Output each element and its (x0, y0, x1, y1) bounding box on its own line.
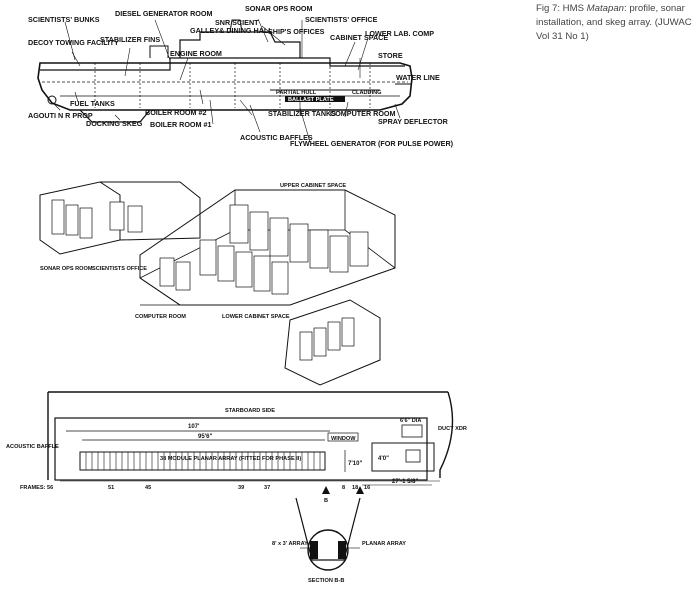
label-frame-45: 45 (145, 485, 151, 491)
label-sonar-ops-room: SONAR OPS ROOM (245, 4, 313, 13)
label-partial-hull: PARTIAL HULL (276, 90, 317, 96)
label-frame-8: 8 (342, 485, 345, 491)
duct-xdr (405, 449, 421, 463)
label-planar-array: PLANAR ARRAY (362, 541, 406, 547)
upper-deck (40, 57, 405, 71)
figure-caption: Fig 7: HMS Matapan: profile, sonar insta… (536, 2, 696, 44)
label-agouti-nr-prop: AGOUTI N R PROP (28, 111, 93, 120)
dim-height: 7'10" (348, 461, 362, 467)
label-frame-51: 51 (108, 485, 114, 491)
label-store: STORE (378, 51, 403, 60)
dim-4: 4'0" (378, 456, 389, 462)
caption-prefix: Fig 7: HMS (536, 3, 587, 14)
label-stabilizer-tanks: STABILIZER TANKS (268, 109, 336, 118)
caption-suffix: : profile, sonar installation, and skeg … (536, 3, 692, 42)
label-section-bb: SECTION B-B (308, 578, 344, 584)
scientists-office-box (100, 181, 201, 241)
label-spray-deflector: SPRAY DEFLECTOR (378, 117, 449, 126)
label-frame-b: B (324, 498, 328, 504)
label-cabinet-space: CABINET SPACE (330, 33, 388, 42)
label-frames: FRAMES: 56 (20, 485, 53, 491)
label-water-line: WATER LINE (396, 73, 440, 82)
label-computer-room: COMPUTER ROOM (330, 109, 395, 118)
superstructure (179, 31, 301, 58)
label-upper-cabinet-space: UPPER CABINET SPACE (280, 183, 346, 189)
label-frame-37: 37 (264, 485, 270, 491)
label-starboard-side: STARBOARD SIDE (225, 408, 275, 414)
label-docking-skeg: DOCKING SKEG (86, 119, 143, 128)
label-galley-dining-hall: GALLEY& DINING HALL (190, 26, 273, 35)
caption-ship-name: Matapan (586, 3, 624, 14)
label-boiler-room-2: BOILER ROOM #2 (145, 108, 207, 117)
skeg-outline (54, 417, 428, 481)
label-duct-dia: 6'6" DIA (400, 418, 421, 424)
section-bb-skeg (307, 529, 349, 571)
window-box (327, 432, 359, 442)
label-stabilizer-fins: STABILIZER FINS (100, 35, 160, 44)
label-duct-xdr: DUCT XDR (438, 426, 467, 432)
label-snr-scient: SNR SCIENT (215, 18, 259, 27)
ship-hull (37, 62, 413, 111)
dim-27: 27'-1 5/8" (392, 479, 418, 485)
ballast-plate (285, 96, 345, 102)
label-scientists-bunks: SCIENTISTS' BUNKS (28, 15, 100, 24)
label-lower-lab-comp: LOWER LAB. COMP (365, 29, 434, 38)
label-engine-room: ENGINE ROOM (170, 49, 222, 58)
lower-cabinet-box (284, 299, 381, 386)
array-modules (85, 452, 321, 470)
label-acoustic-baffles: ACOUSTIC BAFFLES (240, 133, 313, 142)
label-diesel-generator-room: DIESEL GENERATOR ROOM (115, 9, 212, 18)
array-8x3-element (310, 541, 318, 559)
planar-array-element (338, 541, 346, 559)
docking-skeg (79, 109, 151, 123)
label-acoustic-baffle: ACOUSTIC BAFFLE (6, 444, 59, 450)
label-array-text: 38 MODULE PLANAR ARRAY (FITTED FOR PHASE… (160, 456, 301, 462)
label-frame-18: 18 (352, 485, 358, 491)
label-scientists-office: SCIENTISTS' OFFICE (305, 15, 378, 24)
isometric-sonar-diagram: UPPER CABINET SPACE SONAR OPS ROOM SCIEN… (39, 181, 396, 386)
label-lower-cabinet-space: LOWER CABINET SPACE (222, 314, 290, 320)
label-boiler-room-1: BOILER ROOM #1 (150, 120, 212, 129)
duct-housing (371, 442, 435, 472)
dim-array-length: 95'6" (198, 434, 212, 440)
label-decoy-towing-facility: DECOY TOWING FACILITY (28, 38, 119, 47)
label-window: WINDOW (331, 436, 356, 442)
section-bb-hull (295, 497, 361, 561)
mast (229, 19, 243, 33)
label-array-8x3: 8' x 3' ARRAY (272, 541, 308, 547)
label-frame-16: 16 (364, 485, 370, 491)
label-flywheel-generator: FLYWHEEL GENERATOR (FOR PULSE POWER) (290, 139, 454, 148)
agouti-prop (47, 95, 57, 105)
planar-array (79, 451, 326, 471)
label-frame-39: 39 (238, 485, 244, 491)
ship-profile-diagram: SCIENTISTS' BUNKS DIESEL GENERATOR ROOM … (28, 4, 454, 148)
skeg-array-diagram: STARBOARD SIDE ACOUSTIC BAFFLE 107' 95'6… (6, 391, 467, 584)
label-sonar-ops-room-iso: SONAR OPS ROOM (40, 266, 93, 272)
label-ships-offices: SHIP'S OFFICES (268, 27, 325, 36)
upper-cabinet-box (139, 189, 396, 306)
label-scientists-office-iso: SCIENTISTS OFFICE (92, 266, 147, 272)
computer-room-floor (139, 277, 182, 306)
label-cladding: CLADDING (352, 90, 382, 96)
label-fuel-tanks: FUEL TANKS (70, 99, 115, 108)
duct-dia-box (401, 424, 423, 438)
label-computer-room-iso: COMPUTER ROOM (135, 314, 186, 320)
cabinet-racks (159, 204, 369, 295)
hull-side (48, 391, 454, 478)
dim-overall-length: 107' (188, 424, 200, 430)
funnel (149, 45, 169, 58)
label-ballast-plate: BALLAST PLATE (288, 97, 334, 103)
